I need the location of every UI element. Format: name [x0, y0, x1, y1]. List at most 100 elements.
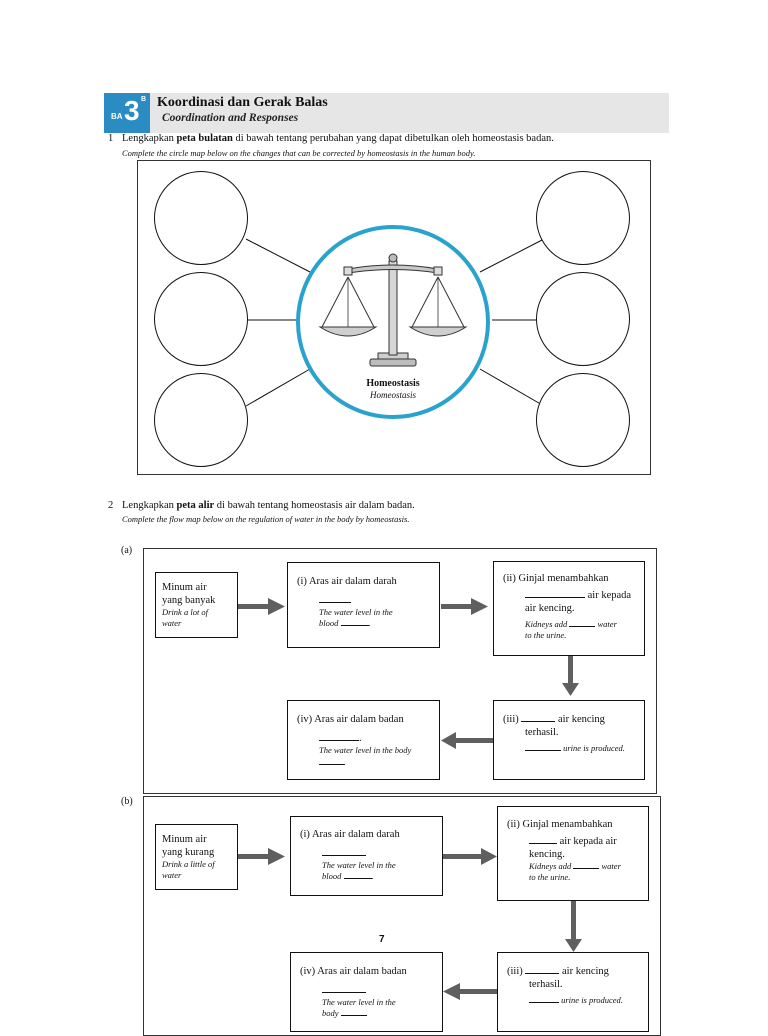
step-translation: The water level in the	[319, 607, 393, 618]
flow-map-a	[143, 548, 657, 794]
answer-circle-right-top[interactable]	[536, 171, 630, 265]
balance-scale-icon	[318, 253, 468, 367]
start-translation: Drink a little of	[162, 859, 215, 870]
answer-blank[interactable]	[343, 877, 372, 879]
connector-line	[479, 238, 545, 273]
question-2-text: Lengkapkan peta alir di bawah tentang ho…	[122, 500, 415, 511]
step-title: (i) Aras air dalam darah	[300, 829, 400, 840]
step-title: (iv) Aras air dalam badan	[297, 714, 404, 725]
flow-b-step-2-box: (ii) Ginjal menambahkan air kepada air k…	[497, 806, 649, 901]
answer-blank[interactable]	[529, 842, 557, 845]
answer-circle-right-middle[interactable]	[536, 272, 630, 366]
question-2-text-start: Lengkapkan	[122, 500, 177, 511]
arrow-down	[565, 939, 582, 952]
answer-blank[interactable]	[322, 991, 366, 994]
start-text: yang kurang	[162, 847, 215, 859]
arrow-right	[238, 854, 268, 859]
answer-circle-right-bottom[interactable]	[536, 373, 630, 467]
answer-circle-left-middle[interactable]	[154, 272, 248, 366]
step-translation: blood	[319, 617, 339, 628]
answer-blank[interactable]	[319, 763, 345, 765]
flow-a-step-1-box: (i) Aras air dalam darah The water level…	[287, 562, 440, 648]
flow-a-step-4-box: (iv) Aras air dalam badan . The water le…	[287, 700, 440, 780]
connector-line	[479, 368, 545, 407]
arrow-right	[443, 854, 481, 859]
question-1-keyword: peta bulatan	[176, 133, 233, 144]
arrow-left	[459, 989, 497, 994]
step-text: air kencing	[558, 714, 605, 725]
answer-circle-left-bottom[interactable]	[154, 373, 248, 467]
question-2-number: 2	[108, 500, 114, 511]
step-translation: blood	[322, 870, 342, 881]
arrow-right	[268, 848, 285, 865]
badge-suffix: B	[141, 96, 147, 103]
answer-blank[interactable]	[319, 601, 351, 604]
arrow-right	[441, 604, 471, 609]
answer-circle-left-top[interactable]	[154, 171, 248, 265]
flow-a-label: (a)	[121, 545, 133, 556]
answer-blank[interactable]	[529, 1001, 559, 1004]
chapter-badge: BA 3 B	[104, 93, 150, 133]
connector-line	[245, 238, 311, 273]
answer-blank[interactable]	[525, 596, 585, 599]
question-1-text: Lengkapkan peta bulatan di bawah tentang…	[122, 133, 554, 144]
question-2-translation: Complete the flow map below on the regul…	[122, 514, 410, 524]
flow-b-arrows	[238, 848, 582, 1000]
step-text: kencing.	[529, 849, 565, 861]
step-translation: The water level in the	[322, 860, 396, 871]
answer-blank[interactable]	[521, 720, 556, 722]
arrow-left	[455, 738, 493, 743]
circle-map: Homeostasis Homeostasis	[137, 160, 651, 475]
arrow-right	[268, 598, 285, 615]
arrow-down	[562, 683, 579, 696]
step-text: air kencing	[562, 966, 609, 977]
start-translation: Drink a lot of	[162, 607, 209, 618]
step-title: (iv) Aras air dalam badan	[300, 966, 407, 977]
arrow-right	[471, 598, 488, 615]
step-translation: urine is produced.	[563, 743, 625, 754]
question-1-number: 1	[108, 133, 114, 144]
start-translation: water	[162, 869, 182, 880]
flow-a-step-2-box: (ii) Ginjal menambahkan air kepada air k…	[493, 561, 645, 656]
answer-blank[interactable]	[340, 624, 369, 626]
step-text: air kepada air	[559, 836, 617, 848]
flow-b-step-1-box: (i) Aras air dalam darah The water level…	[290, 816, 443, 896]
step-translation: Kidneys add	[525, 619, 568, 630]
chapter-title: Koordinasi dan Gerak Balas	[157, 95, 328, 110]
answer-blank[interactable]	[525, 749, 561, 752]
answer-blank[interactable]	[319, 739, 359, 742]
chapter-header-bar	[104, 93, 669, 133]
answer-blank[interactable]	[525, 972, 560, 974]
step-translation: to the urine.	[529, 872, 571, 882]
step-translation: The water level in the	[322, 997, 396, 1008]
start-translation: water	[162, 617, 182, 628]
answer-blank[interactable]	[569, 625, 596, 628]
answer-blank[interactable]	[322, 854, 366, 857]
step-text: air kencing.	[525, 603, 575, 615]
step-title: (iii)	[503, 714, 519, 725]
arrow-left	[443, 983, 460, 1000]
homeostasis-label: Homeostasis	[366, 378, 420, 389]
flow-b-start-box: Minum air yang kurang Drink a little of …	[155, 824, 238, 890]
flow-a-start-box: Minum air yang banyak Drink a lot of wat…	[155, 572, 238, 638]
step-text: terhasil.	[525, 727, 559, 739]
arrow-right	[481, 848, 497, 865]
badge-prefix: BA	[111, 112, 123, 121]
circle-map-connectors	[245, 238, 545, 407]
flow-b-label: (b)	[121, 796, 133, 807]
step-translation: water	[601, 861, 621, 872]
connector-line	[245, 368, 311, 407]
flow-a-arrows	[238, 598, 579, 749]
arrow-down	[571, 900, 576, 940]
step-text: air kepada	[587, 590, 632, 602]
flow-a-step-3-box: (iii) air kencing terhasil. urine is pro…	[493, 700, 645, 780]
step-title: (iii)	[507, 966, 523, 977]
answer-blank[interactable]	[340, 1014, 367, 1016]
step-title: (i) Aras air dalam darah	[297, 576, 397, 587]
chapter-subtitle: Coordination and Responses	[162, 112, 299, 124]
question-2-text-end: di bawah tentang homeostasis air dalam b…	[214, 500, 415, 511]
answer-blank[interactable]	[573, 867, 600, 870]
homeostasis-sublabel: Homeostasis	[369, 390, 416, 400]
page-number: 7	[379, 934, 385, 945]
arrow-left	[441, 732, 456, 749]
